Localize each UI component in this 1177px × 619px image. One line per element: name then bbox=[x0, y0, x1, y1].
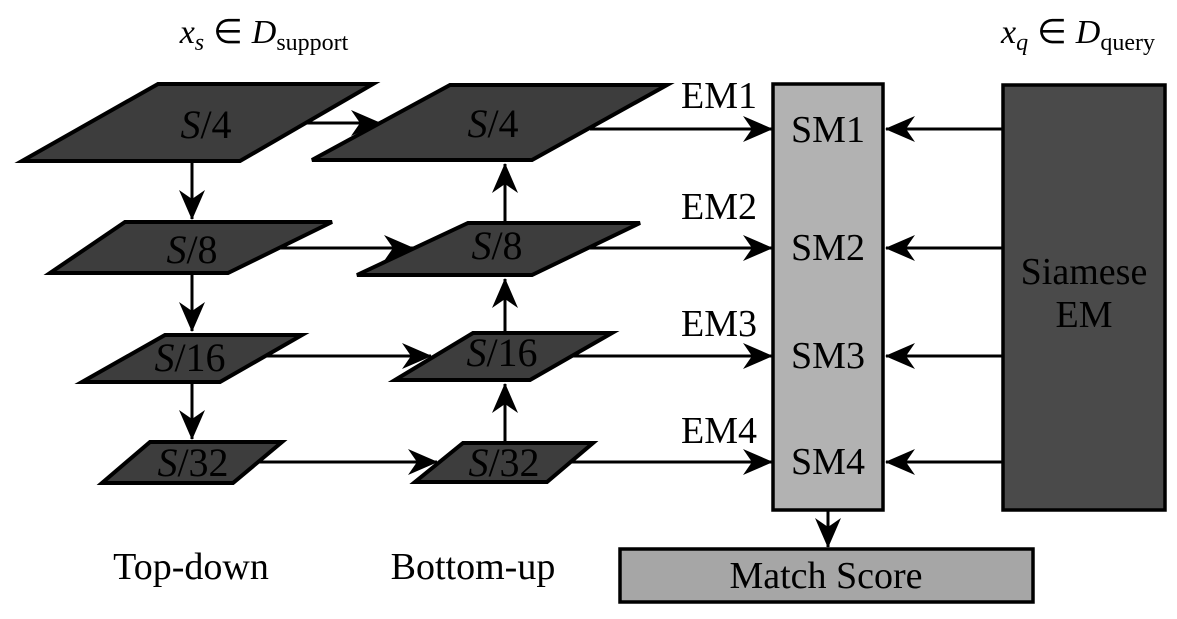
lateral-connectors bbox=[257, 110, 438, 475]
top-down-column bbox=[14, 82, 381, 485]
support-plane-s16-label: S/16 bbox=[154, 335, 225, 380]
support-plane-s8-label: S/8 bbox=[166, 227, 217, 272]
bottom-up-caption: Bottom-up bbox=[391, 546, 556, 588]
support-plane-s16 bbox=[74, 333, 310, 384]
sm4-label: SM4 bbox=[791, 441, 865, 483]
match-score-box bbox=[618, 547, 1035, 604]
embedding-connectors bbox=[570, 116, 773, 475]
support-set-label: xs∈Dsupport bbox=[179, 14, 349, 56]
match-score-label: Match Score bbox=[729, 555, 922, 597]
fused-plane-s32-label: S/32 bbox=[468, 440, 539, 485]
fused-plane-s4-label: S/4 bbox=[467, 101, 518, 146]
sm1-label: SM1 bbox=[791, 109, 865, 151]
siamese-connectors bbox=[885, 116, 1003, 475]
support-plane-s8 bbox=[43, 220, 333, 275]
support-plane-s32-label: S/32 bbox=[157, 440, 228, 485]
siamese-em-label-line2: EM bbox=[1056, 294, 1113, 336]
similarity-module-box bbox=[771, 82, 885, 512]
support-plane-s32 bbox=[96, 440, 288, 485]
sm3-label: SM3 bbox=[791, 335, 865, 377]
em3-label: EM3 bbox=[681, 303, 757, 345]
em4-label: EM4 bbox=[681, 410, 757, 452]
em2-label: EM2 bbox=[681, 186, 757, 228]
support-plane-s4 bbox=[14, 82, 381, 163]
support-plane-s4-label: S/4 bbox=[180, 102, 231, 147]
siamese-em-box bbox=[1001, 83, 1167, 512]
fused-plane-s16-label: S/16 bbox=[466, 330, 537, 375]
query-set-label: xq∈Dquery bbox=[1000, 14, 1155, 56]
sm2-label: SM2 bbox=[791, 227, 865, 269]
em1-label: EM1 bbox=[681, 75, 757, 117]
siamese-em-label-line1: Siamese bbox=[1021, 251, 1148, 293]
fused-plane-s8-label: S/8 bbox=[471, 223, 522, 268]
top-down-caption: Top-down bbox=[113, 546, 269, 588]
